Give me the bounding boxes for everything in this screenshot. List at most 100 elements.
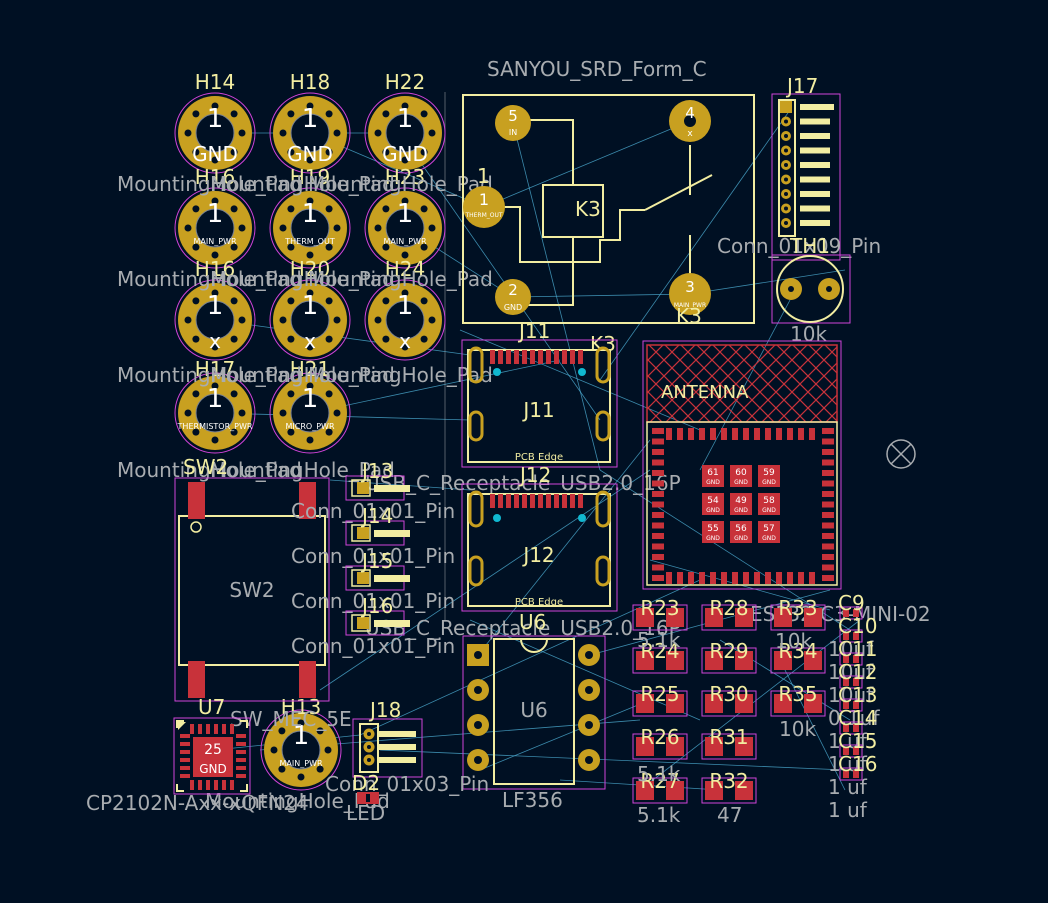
led-d2[interactable]: D2 LED [346, 771, 385, 825]
capacitor-value: 10uf [828, 683, 874, 707]
mh-ref: H19 [290, 165, 331, 189]
svg-text:MICRO_PWR: MICRO_PWR [286, 422, 335, 431]
relay-pad-2[interactable]: 2 GND [495, 279, 531, 315]
svg-text:MAIN_PWR: MAIN_PWR [279, 759, 322, 768]
pin-headers[interactable]: J13Conn_01x01_PinJ14Conn_01x01_PinJ15Con… [291, 459, 455, 658]
connector-j18[interactable]: J18 Conn_01x03_Pin [325, 698, 489, 796]
svg-text:x: x [399, 329, 411, 353]
ratsnest-line [483, 120, 691, 208]
usb-uart-u7[interactable]: 25 GND U7 CP2102N-Axx-xQFN24 [86, 695, 309, 815]
esp32-module-u5[interactable]: ANTENNA 61GND60GND59GND54GND49GND58GND55… [642, 340, 931, 626]
svg-text:1: 1 [302, 104, 319, 134]
svg-text:55: 55 [707, 524, 718, 534]
resistor-r33[interactable]: R33 [770, 596, 826, 631]
resistor-r25[interactable]: R25 [632, 682, 688, 717]
mh-ref: H16 [195, 257, 236, 281]
svg-text:1: 1 [397, 104, 414, 134]
svg-text:2: 2 [508, 281, 518, 299]
relay-pad-5[interactable]: 5 IN [495, 105, 531, 141]
resistor-r24[interactable]: R24 [632, 639, 688, 674]
resistor-r32[interactable]: R32 [701, 769, 757, 804]
usb-c-j11[interactable]: J11 PCB Edge J11 USB_C_Receptacle_USB2.0… [365, 319, 681, 495]
mh-value: MountingHole_Pad [308, 363, 493, 387]
svg-text:1: 1 [207, 104, 224, 134]
resistor-ref: R27 [640, 769, 679, 793]
mh-ref: H24 [385, 257, 426, 281]
mh-ref: H21 [290, 357, 331, 381]
relay-pad-1[interactable]: 1 THERM_OUT [463, 186, 505, 228]
mh-ref: H18 [290, 70, 331, 94]
svg-text:54: 54 [707, 496, 719, 506]
relay-pad-3[interactable]: 3 MAIN_PWR [669, 273, 711, 315]
sw2-ref: SW2 [183, 455, 228, 479]
mh-value: MountingHole_Pad [117, 172, 302, 196]
resistor-r31[interactable]: R31 [701, 725, 757, 760]
resistor-r35[interactable]: R35 [770, 682, 826, 717]
resistor-r30[interactable]: R30 [701, 682, 757, 717]
pin-header-ref: J15 [360, 549, 393, 573]
opamp-u6[interactable]: U6 U6 LF356 [462, 610, 606, 812]
relay-k3[interactable]: 5 IN 4 x 1 THERM_OUT 2 GND 3 MAIN_PWR SA… [462, 57, 755, 356]
resistor-r27[interactable]: R27 [632, 769, 688, 804]
svg-text:61: 61 [707, 468, 718, 478]
resistor-ref: R33 [778, 596, 817, 620]
svg-text:1: 1 [293, 721, 310, 751]
pin-header-value: Conn_01x01_Pin [291, 544, 455, 568]
mh-value: MountingHole_Pad [210, 172, 395, 196]
fiducial-marker [886, 439, 916, 469]
svg-text:GND: GND [287, 142, 333, 166]
resistor-ref: R26 [640, 725, 679, 749]
connector-j17[interactable]: J17 Conn_01x09_Pin [717, 74, 881, 261]
resistor-r34[interactable]: R34 [770, 639, 826, 674]
resistor-r23[interactable]: R23 [632, 596, 688, 631]
svg-text:1: 1 [397, 199, 414, 229]
d2-ref: D2 [352, 771, 380, 795]
relay-pad-4[interactable]: 4 x [669, 100, 711, 142]
resistor-r26[interactable]: R26 [632, 725, 688, 760]
mounting-hole-h16[interactable]: 1x [174, 279, 256, 361]
mh-value: MountingHole_Pad [308, 267, 493, 291]
r33-value: 10k [775, 629, 812, 653]
resistor-r28[interactable]: R28 [701, 596, 757, 631]
mounting-hole-h24[interactable]: 1x [364, 279, 446, 361]
esp-antenna-label: ANTENNA [661, 382, 749, 403]
mh-ref: H13 [281, 695, 322, 719]
resistor-values: 5.1k 10k 10k 5.1k 5.1k 47 [637, 628, 816, 827]
j17-ref: J17 [785, 74, 818, 98]
capacitor-ref: C16 [838, 752, 877, 776]
capacitor-ref: C10 [838, 614, 877, 638]
mounting-hole-h20[interactable]: 1x [269, 279, 351, 361]
capacitor-ref: C14 [838, 706, 877, 730]
svg-text:GND: GND [706, 535, 720, 542]
thermistor-th1[interactable]: TH1 10k [771, 234, 851, 346]
resistor-r29[interactable]: R29 [701, 639, 757, 674]
capacitor-ref: C13 [838, 683, 877, 707]
r23-value: 5.1k [637, 628, 681, 652]
